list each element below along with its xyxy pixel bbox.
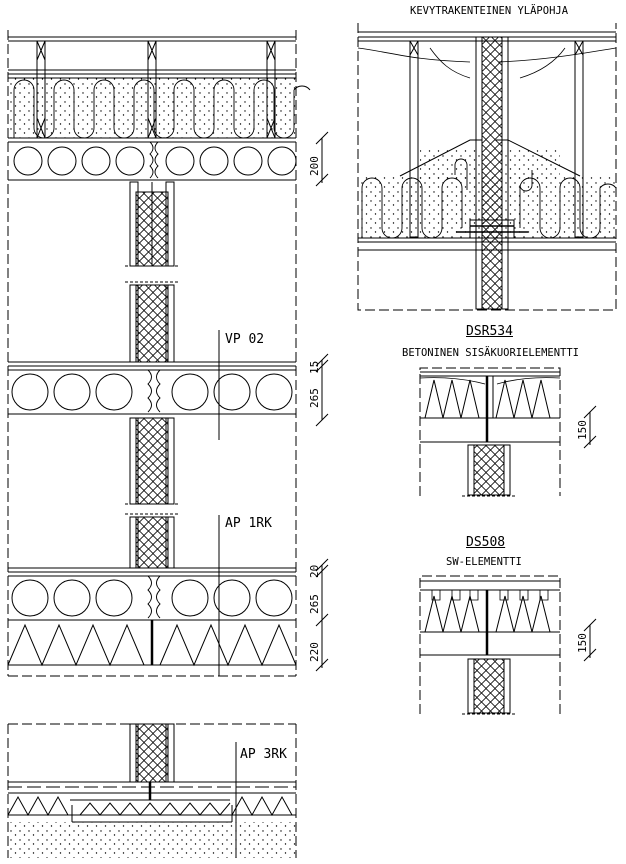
title-light-roof: KEVYTRAKENTEINEN YLÄPOHJA <box>410 5 569 17</box>
title-dsr534: DSR534 <box>466 324 513 339</box>
dsr534-section <box>419 367 597 497</box>
dim-top-slab: 200 <box>308 156 321 176</box>
dim-ap-insulation: 220 <box>308 642 321 662</box>
dim-ap-slab: 265 <box>308 594 321 614</box>
main-section <box>7 30 329 677</box>
ds508-section <box>419 575 597 715</box>
dim-vp-topping: 15 <box>308 360 321 374</box>
title-ds508: DS508 <box>466 535 506 550</box>
dim-vp-slab: 265 <box>308 388 321 408</box>
label-ap1rk: AP 1RK <box>225 516 272 531</box>
subtitle-ds508: SW-ELEMENTTI <box>446 556 522 568</box>
light-roof-section <box>357 23 617 311</box>
subtitle-dsr534: BETONINEN SISÄKUORIELEMENTTI <box>402 347 580 359</box>
dim-dsr534: 150 <box>576 420 589 440</box>
label-ap3rk: AP 3RK <box>240 747 287 762</box>
label-vp02: VP 02 <box>225 332 265 347</box>
bottom-section <box>7 723 297 858</box>
dim-ap-topping: 20 <box>308 564 321 578</box>
dim-ds508: 150 <box>576 633 589 653</box>
